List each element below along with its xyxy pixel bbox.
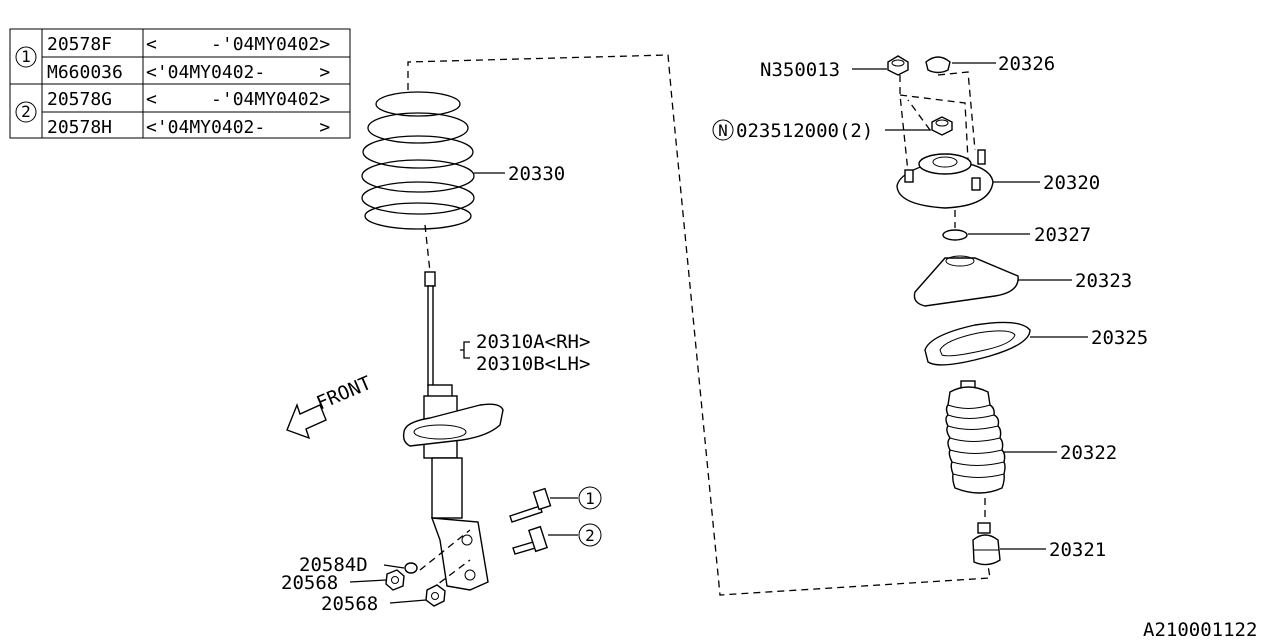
legend-part-2: M660036 bbox=[47, 62, 123, 83]
n-marker-text: N bbox=[718, 121, 728, 140]
label-n350013: N350013 bbox=[760, 59, 840, 81]
rubber-seat-20325 bbox=[924, 321, 1031, 366]
callout-2-text: 2 bbox=[585, 526, 595, 545]
label-20323: 20323 bbox=[1075, 270, 1132, 292]
label-20310b: 20310B<LH> bbox=[476, 353, 590, 375]
label-20325: 20325 bbox=[1091, 327, 1148, 349]
bolt-1 bbox=[509, 487, 552, 523]
legend-part-1: 20578F bbox=[47, 34, 112, 55]
callout-1-text: 1 bbox=[585, 489, 595, 508]
legend-range-2: <'04MY0402- > bbox=[146, 62, 330, 83]
bump-stop-20321 bbox=[972, 522, 1001, 566]
legend-range-4: <'04MY0402- > bbox=[146, 117, 330, 138]
nut-20568-a bbox=[385, 569, 405, 591]
cap-20326 bbox=[925, 56, 951, 74]
washer-20327 bbox=[942, 229, 968, 241]
callout-1 bbox=[578, 486, 602, 510]
label-20330: 20330 bbox=[508, 163, 565, 185]
legend-table: 1 2 20578F < -'04MY0402> M660036 <'04MY0… bbox=[9, 28, 351, 139]
washer-20584d bbox=[404, 562, 418, 574]
front-label: FRONT bbox=[313, 372, 374, 415]
legend-marker-1-text: 1 bbox=[21, 47, 31, 66]
label-20321: 20321 bbox=[1049, 539, 1106, 561]
coil-spring bbox=[361, 91, 475, 230]
dust-boot-20322 bbox=[945, 380, 1006, 494]
strut-assembly bbox=[402, 271, 504, 591]
n-marker bbox=[712, 119, 734, 141]
front-arrow: FRONT bbox=[286, 372, 375, 440]
spring-axis bbox=[424, 224, 431, 273]
label-20568-b: 20568 bbox=[321, 593, 378, 615]
legend-part-4: 20578H bbox=[47, 117, 112, 138]
spring-seat-20323 bbox=[913, 255, 1019, 307]
label-023512000: 023512000(2) bbox=[736, 120, 873, 142]
label-20327: 20327 bbox=[1034, 224, 1091, 246]
label-20568-a: 20568 bbox=[281, 572, 338, 594]
bolt-2 bbox=[512, 525, 548, 555]
nut-n350013 bbox=[887, 55, 909, 76]
label-20322: 20322 bbox=[1060, 442, 1117, 464]
legend-part-3: 20578G bbox=[47, 89, 112, 110]
nut-023512000 bbox=[931, 116, 953, 136]
legend-marker-2-text: 2 bbox=[21, 102, 31, 121]
label-20310a: 20310A<RH> bbox=[476, 331, 590, 353]
diagram-id: A210001122 bbox=[1143, 619, 1257, 636]
strut-mount-20320 bbox=[896, 149, 994, 209]
legend-range-1: < -'04MY0402> bbox=[146, 34, 330, 55]
label-20584d: 20584D bbox=[299, 554, 368, 576]
legend-marker-1 bbox=[15, 46, 37, 68]
nut-20568-b bbox=[425, 584, 446, 607]
legend-range-3: < -'04MY0402> bbox=[146, 89, 330, 110]
label-20320: 20320 bbox=[1043, 172, 1100, 194]
assembly-outline bbox=[407, 54, 991, 596]
label-20326: 20326 bbox=[998, 53, 1055, 75]
legend-marker-2 bbox=[15, 101, 37, 123]
callout-2 bbox=[578, 523, 602, 547]
